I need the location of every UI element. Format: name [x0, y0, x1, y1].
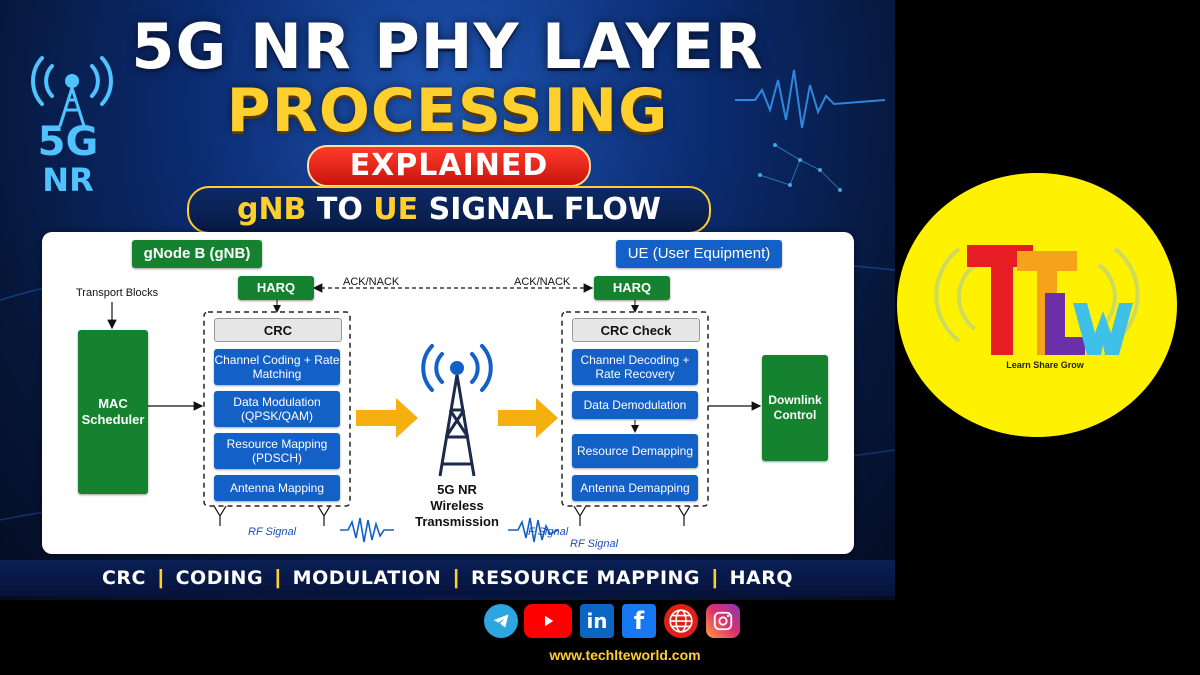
tx-chain-border [203, 311, 351, 507]
keyword-coding: CODING [175, 567, 264, 589]
subtitle-to: TO [316, 192, 363, 227]
facebook-icon[interactable]: f [622, 604, 656, 638]
subtitle-badge: gNB TO UE SIGNAL FLOW [187, 186, 711, 234]
crc-check-block: CRC Check [572, 318, 700, 342]
brand-logo-circle: Learn Share Grow [897, 173, 1177, 437]
channel-decoding-block: Channel Decoding + Rate Recovery [572, 349, 698, 385]
transport-blocks-label: Transport Blocks [76, 287, 159, 299]
antenna-tower-icon [31, 56, 113, 127]
brand-tagline: Learn Share Grow [1006, 360, 1084, 370]
harq-tx: HARQ [238, 276, 314, 300]
antenna-demapping-block: Antenna Demapping [572, 475, 698, 501]
globe-icon[interactable] [664, 604, 698, 638]
youtube-icon[interactable] [524, 604, 572, 638]
ue-label: UE (User Equipment) [616, 240, 782, 268]
antenna-mapping-block: Antenna Mapping [214, 475, 340, 501]
data-modulation-block: Data Modulation (QPSK/QAM) [214, 391, 340, 427]
rx-chain-border [561, 311, 709, 507]
center-tower-icon [421, 344, 493, 477]
wireless-line-2: Wireless [430, 498, 484, 513]
subtitle-rest: SIGNAL FLOW [428, 192, 662, 227]
keyword-bar: CRC| CODING| MODULATION| RESOURCE MAPPIN… [0, 560, 895, 596]
keyword-harq: HARQ [729, 567, 794, 589]
rf-wave-left [340, 517, 394, 543]
subtitle-ue: UE [373, 192, 419, 227]
rf-signal-label-2: F Signal [528, 526, 569, 538]
keyword-resource-mapping: RESOURCE MAPPING [470, 567, 701, 589]
mac-scheduler: MAC Scheduler [78, 330, 148, 494]
gnb-label: gNode B (gNB) [132, 240, 262, 268]
logo-5g-nr: 5G NR [18, 122, 118, 198]
wireless-line-3: Transmission [415, 514, 499, 529]
keyword-modulation: MODULATION [292, 567, 442, 589]
wireless-line-1: 5G NR [437, 482, 477, 497]
keyword-crc: CRC [101, 567, 146, 589]
ack-nack-label-1: ACK/NACK [343, 276, 400, 288]
title-line-2: PROCESSING [226, 76, 669, 146]
resource-demapping-block: Resource Demapping [572, 434, 698, 468]
gold-arrow-right [498, 398, 558, 438]
harq-rx: HARQ [594, 276, 670, 300]
diagram-connectors [107, 283, 762, 543]
ack-nack-label-2: ACK/NACK [514, 276, 571, 288]
brand-logo-icon [934, 245, 1140, 355]
subtitle-gnb: gNB [236, 192, 307, 227]
instagram-icon[interactable] [706, 604, 740, 638]
gold-arrow-left [356, 398, 418, 438]
data-demodulation-block: Data Demodulation [572, 391, 698, 419]
rf-wave-right [508, 517, 559, 543]
diagram-panel: gNode B (gNB) UE (User Equipment) Transp… [42, 232, 854, 554]
title-line-1: 5G NR PHY LAYER [131, 10, 764, 83]
linkedin-icon[interactable]: in [580, 604, 614, 638]
rf-signal-label-3: RF Signal [570, 538, 619, 550]
website-link[interactable]: www.techlteworld.com [549, 647, 701, 663]
channel-coding-block: Channel Coding + Rate Matching [214, 349, 340, 385]
banner: 5G NR 5G NR PHY LAYER PROCESSING EXPLAIN… [0, 0, 895, 600]
resource-mapping-block: Resource Mapping (PDSCH) [214, 433, 340, 469]
rf-signal-label-1: RF Signal [248, 526, 297, 538]
telegram-icon[interactable] [484, 604, 518, 638]
downlink-control: Downlink Control [762, 355, 828, 461]
explained-badge: EXPLAINED [307, 145, 591, 187]
logo-5g: 5G [37, 119, 99, 165]
crc-block: CRC [214, 318, 342, 342]
wireless-label: 5G NR Wireless Transmission [402, 482, 512, 530]
logo-nr: NR [42, 161, 94, 199]
